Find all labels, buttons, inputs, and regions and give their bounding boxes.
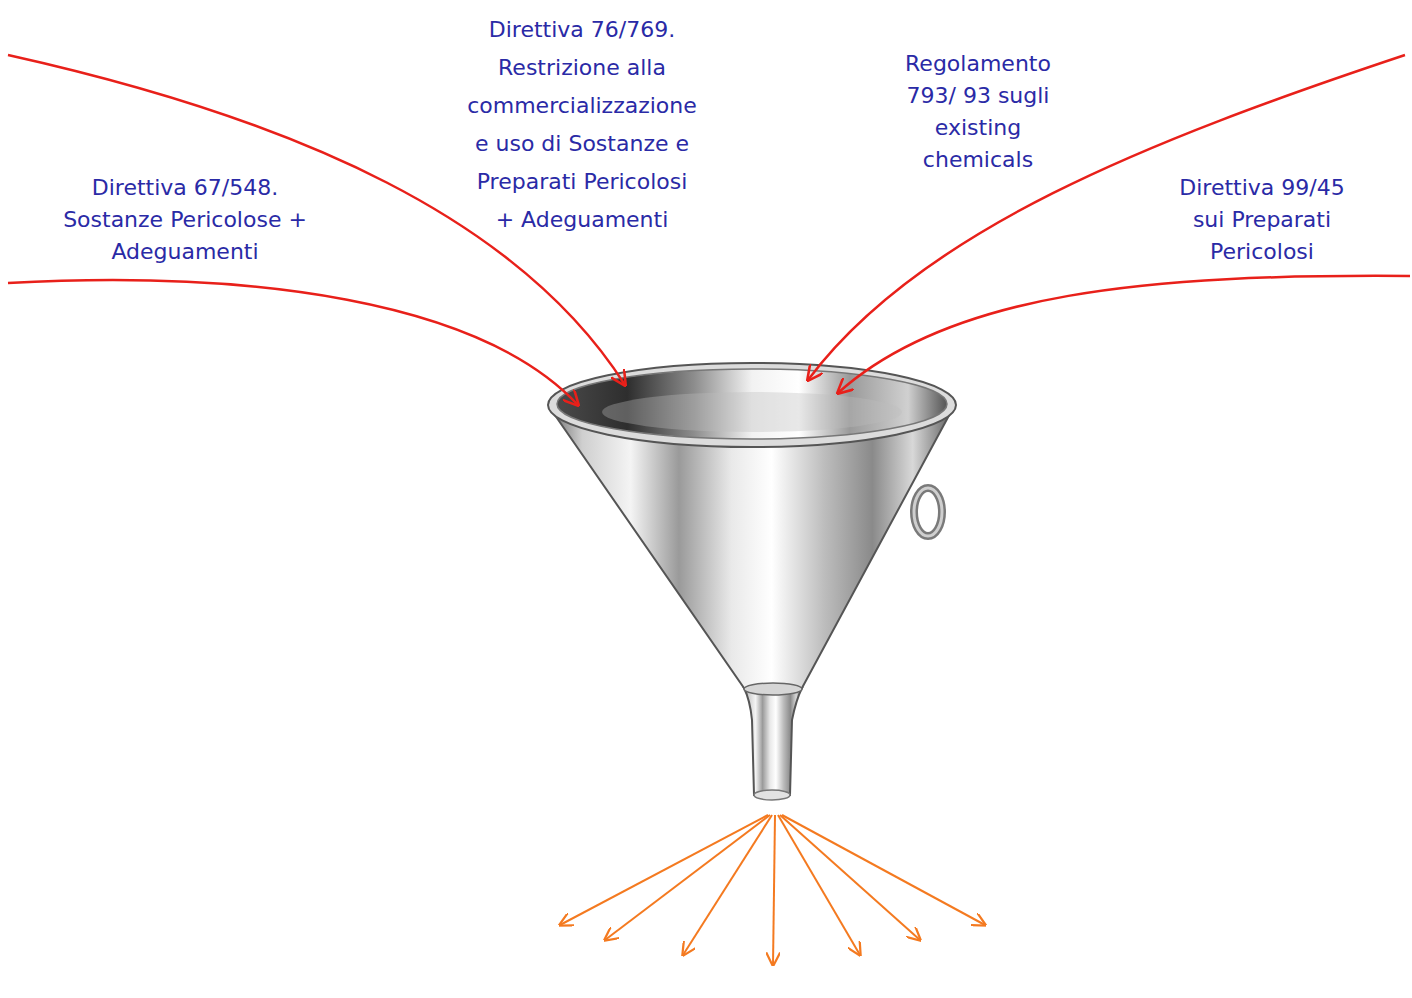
regulation-label: Direttiva 67/548. Sostanze Pericolose + …	[50, 172, 320, 268]
funnel	[548, 363, 956, 800]
label-anchor: Direttiva 76/769. Restrizione alla comme…	[465, 11, 699, 239]
label-anchor: Direttiva 99/45 sui Preparati Pericolosi	[1172, 172, 1352, 268]
label-anchor: Regolamento 793/ 93 sugli existing chemi…	[898, 48, 1058, 176]
output-arrow	[782, 815, 985, 925]
output-arrows	[560, 815, 985, 965]
label-anchor: Direttiva 67/548. Sostanze Pericolose + …	[50, 172, 320, 268]
input-arrow	[8, 280, 578, 405]
regulation-label: Direttiva 76/769. Restrizione alla comme…	[465, 11, 699, 239]
output-arrow	[683, 815, 772, 955]
input-arrow	[838, 276, 1410, 393]
input-arrows	[8, 55, 1410, 405]
regulation-label: Regolamento 793/ 93 sugli existing chemi…	[898, 48, 1058, 176]
regulation-label: Direttiva 99/45 sui Preparati Pericolosi	[1172, 172, 1352, 268]
input-arrow	[808, 55, 1405, 380]
output-arrow	[773, 815, 775, 965]
output-arrow	[605, 815, 770, 940]
